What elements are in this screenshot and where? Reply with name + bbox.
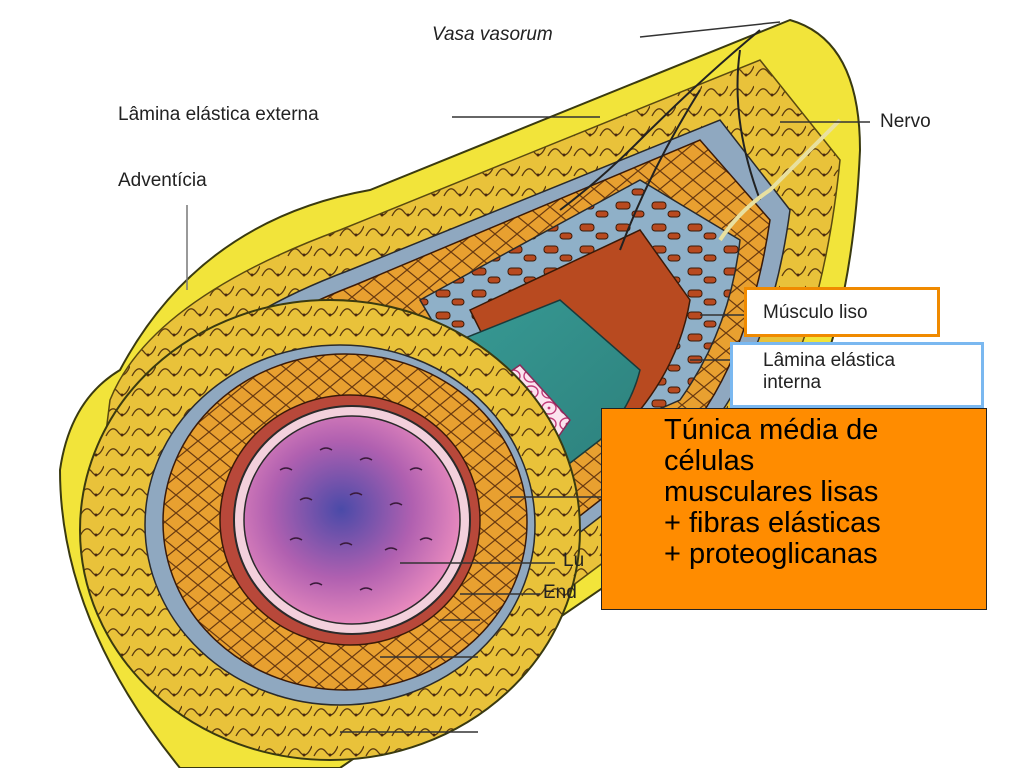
callout-line-5: + proteoglicanas: [664, 538, 878, 570]
label-luz: Lu: [563, 550, 585, 571]
leader-vasa-vasorum: [639, 21, 781, 38]
label-musculo-liso-text: Músculo liso: [763, 302, 868, 323]
label-endotelio: End: [543, 582, 577, 603]
label-lamina-interna-line1: Lâmina elástica: [763, 350, 896, 371]
callout-line-4: + fibras elásticas: [664, 507, 881, 539]
callout-line-2: células: [664, 445, 755, 477]
lumen-texture: [279, 447, 433, 591]
label-vasa-vasorum: Vasa vasorum: [432, 24, 553, 45]
lumen: [243, 415, 461, 625]
vasa-vasorum-vessels: [559, 29, 761, 251]
callout-line-3: musculares lisas: [664, 476, 879, 508]
tunica-media-callout: Túnica média de células musculares lisas…: [601, 408, 987, 610]
label-lamina-interna-line2: interna: [763, 372, 822, 393]
label-musculo-liso: Músculo liso: [744, 287, 940, 337]
label-adventicia: Adventícia: [118, 170, 207, 191]
label-lamina-elastica-externa: Lâmina elástica externa: [118, 104, 319, 125]
nerve-fiber: [718, 118, 842, 242]
label-nervo: Nervo: [880, 111, 931, 132]
callout-line-1: Túnica média de: [664, 414, 879, 446]
label-lamina-elastica-interna: Lâmina elástica interna: [730, 342, 984, 408]
